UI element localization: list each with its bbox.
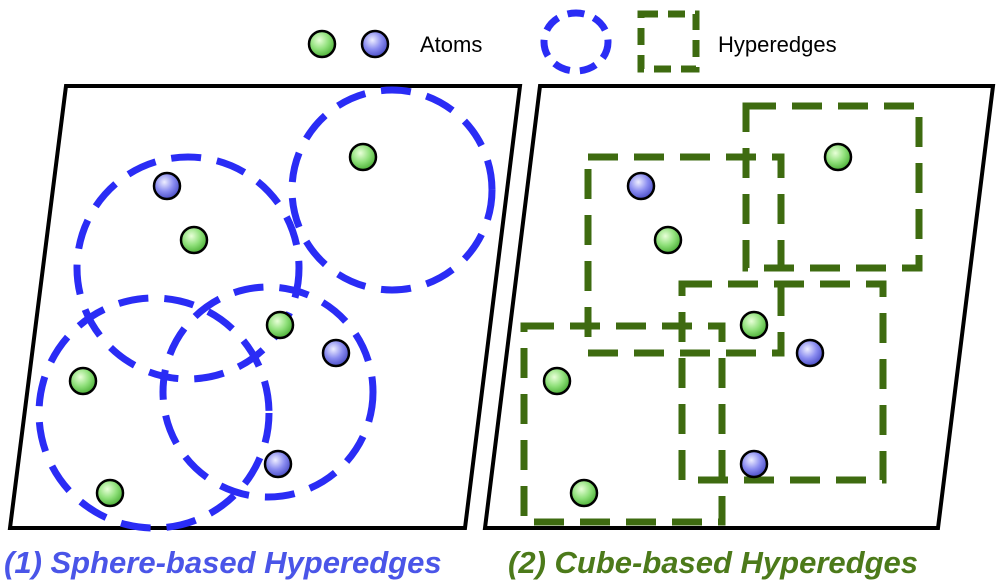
cube-caption: (2) Cube-based Hyperedges: [508, 545, 918, 580]
cube-atoms: [542, 142, 853, 508]
hyperedges-legend-label: Hyperedges: [718, 32, 837, 57]
green-atom: [95, 478, 125, 508]
blue-atom: [795, 338, 825, 368]
sphere-panel-frame: [7, 84, 523, 530]
cube-hyperedge: [742, 102, 923, 272]
blue-atom-icon: [360, 29, 390, 59]
sphere-panel: [7, 84, 523, 532]
sphere-hyperedge: [159, 283, 377, 501]
green-atom: [68, 366, 98, 396]
cube-panel: [482, 84, 996, 530]
green-atom: [179, 225, 209, 255]
sphere-atoms: [68, 142, 378, 508]
cube-hyperedges: [520, 102, 923, 526]
cube-panel-frame: [482, 84, 996, 530]
blue-atom: [739, 449, 769, 479]
green-atom: [569, 478, 599, 508]
blue-atom: [626, 171, 656, 201]
sphere-caption: (1) Sphere-based Hyperedges: [4, 545, 442, 580]
cube-hyperedge: [584, 153, 785, 357]
green-atom: [739, 310, 769, 340]
green-atom: [823, 142, 853, 172]
green-atom-icon: [307, 29, 337, 59]
blue-atom: [152, 171, 182, 201]
dashed-square-icon: [637, 10, 700, 73]
green-atom: [348, 142, 378, 172]
green-atom: [653, 225, 683, 255]
cube-hyperedge: [678, 280, 887, 484]
blue-atom: [263, 449, 293, 479]
sphere-hyperedge: [288, 86, 496, 294]
sphere-hyperedges: [35, 86, 496, 532]
green-atom: [265, 310, 295, 340]
blue-atom: [321, 338, 351, 368]
sphere-hyperedge: [73, 153, 303, 383]
green-atom: [542, 366, 572, 396]
sphere-hyperedge: [35, 294, 273, 532]
atoms-legend-label: Atoms: [420, 32, 482, 57]
cube-hyperedge: [520, 322, 726, 526]
dashed-circle-icon: [540, 9, 612, 75]
legend: Atoms Hyperedges: [307, 9, 837, 75]
